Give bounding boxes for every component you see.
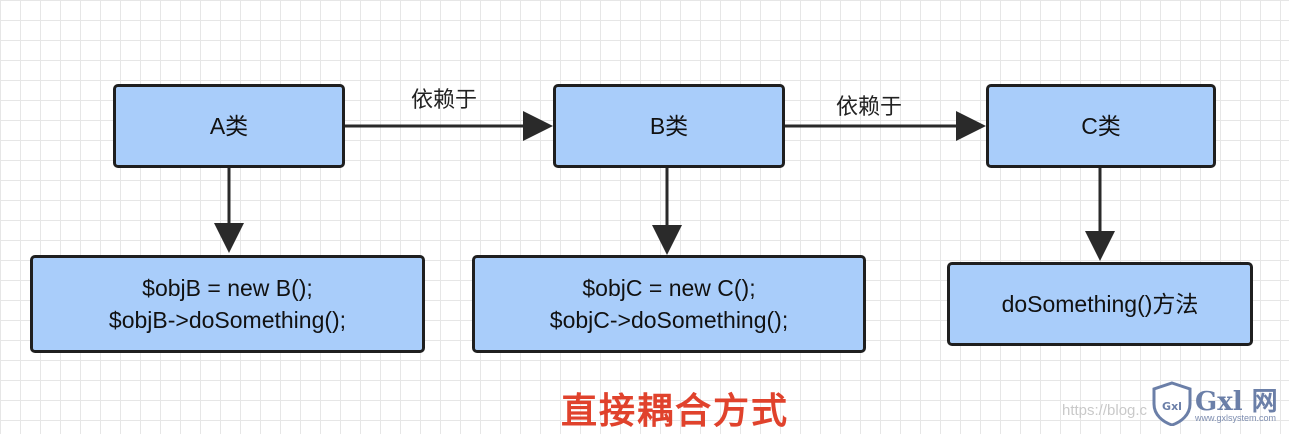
svg-text:Gxl: Gxl — [1162, 400, 1182, 413]
watermark-logo-text: Gxl 网 — [1195, 387, 1278, 417]
node-b-code-line-2: $objC->doSomething(); — [549, 307, 789, 333]
node-c-method: doSomething()方法 — [947, 262, 1253, 346]
node-b-code-line-1: $objC = new C(); — [582, 275, 756, 301]
node-c-class-label: C类 — [1081, 113, 1121, 139]
node-a-code-line-2: $objB->doSomething(); — [108, 307, 347, 333]
node-a-code: $objB = new B(); $objB->doSomething(); — [30, 255, 425, 353]
node-c-class: C类 — [986, 84, 1216, 168]
node-b-class: B类 — [553, 84, 785, 168]
shield-logo-icon: Gxl — [1152, 381, 1192, 426]
watermark-logo-subtext: www.gxlsystem.com — [1195, 413, 1277, 423]
node-a-code-line-1: $objB = new B(); — [142, 275, 313, 301]
node-b-class-label: B类 — [649, 113, 689, 139]
diagram-caption: 直接耦合方式 — [561, 390, 790, 431]
edge-label-a-to-b: 依赖于 — [411, 87, 478, 112]
node-c-method-label: doSomething()方法 — [1001, 291, 1199, 317]
watermark-url: https://blog.c — [1062, 402, 1148, 419]
edge-label-b-to-c: 依赖于 — [836, 94, 903, 119]
node-a-class: A类 — [113, 84, 345, 168]
node-a-class-label: A类 — [209, 113, 249, 139]
node-b-code: $objC = new C(); $objC->doSomething(); — [472, 255, 866, 353]
